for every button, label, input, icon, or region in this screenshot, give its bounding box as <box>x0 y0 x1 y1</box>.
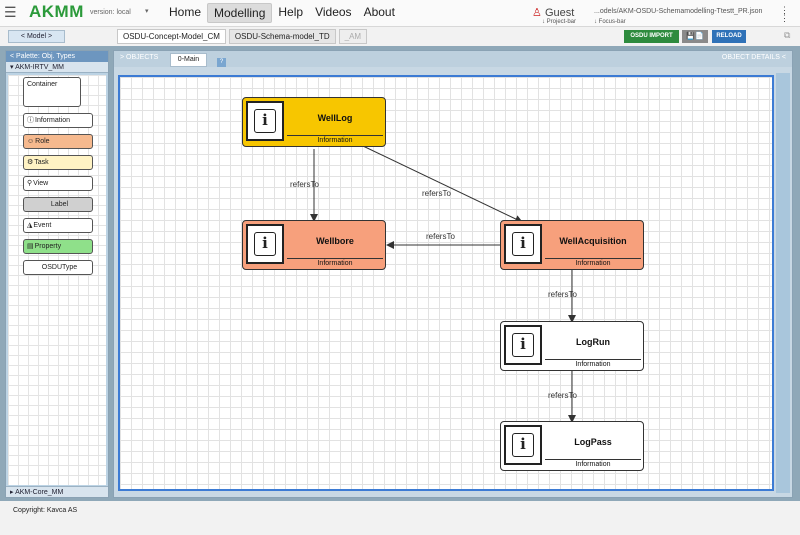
palette-item-task[interactable]: ⚙Task <box>23 155 93 170</box>
palette-item-label-type[interactable]: Label <box>23 197 93 212</box>
info-icon: i <box>504 325 542 365</box>
expand-icon[interactable]: ⧉ <box>784 30 791 40</box>
link-label: refersTo <box>290 180 319 189</box>
brand-logo[interactable]: AKMM <box>29 2 84 21</box>
node-title: LogRun <box>576 337 610 347</box>
file-path: ...odels/AKM-OSDU-Schemamodelling-Ttestt… <box>594 8 763 15</box>
version-label: version: local <box>90 9 131 16</box>
nav-home[interactable]: Home <box>169 5 202 19</box>
palette-item-label: Event <box>33 222 52 229</box>
node-type: Information <box>545 258 641 268</box>
info-icon: i <box>246 101 284 141</box>
model-button[interactable]: < Model > <box>8 30 65 43</box>
footer: Copyright: Kavca AS <box>0 501 800 535</box>
node-title: WellAcquisition <box>559 236 627 246</box>
main-nav: Home Modelling Help Videos About <box>163 3 401 23</box>
node-type: Information <box>287 135 383 145</box>
palette-item-event[interactable]: ◮Event <box>23 218 93 233</box>
osdu-import-button[interactable]: OSDU IMPORT <box>624 30 679 43</box>
link-label: refersTo <box>548 391 577 400</box>
tab-0-main[interactable]: 0-Main <box>170 53 207 67</box>
task-icon: ⚙ <box>27 159 34 166</box>
node-title: WellLog <box>317 113 353 123</box>
role-icon: ☺ <box>27 138 35 145</box>
objects-tab[interactable]: > OBJECTS <box>120 54 159 61</box>
palette-section-irtv[interactable]: ▾ AKM-IRTV_MM <box>6 62 108 73</box>
user-icon: ♙ <box>532 7 542 19</box>
user-menu[interactable]: ♙ Guest <box>532 6 574 19</box>
palette-item-role[interactable]: ☺Role <box>23 134 93 149</box>
help-icon[interactable]: ? <box>217 58 226 67</box>
toolbar: < Model > OSDU-Concept-Model_CM OSDU-Sch… <box>0 28 800 45</box>
nav-help[interactable]: Help <box>278 5 304 19</box>
node-logpass[interactable]: i LogPass Information <box>500 421 644 471</box>
window-controls-icon[interactable]: ⋮⋮ <box>780 5 789 23</box>
palette-item-container[interactable]: Container <box>23 77 81 107</box>
palette-item-property[interactable]: ▤Property <box>23 239 93 254</box>
tab-concept-model[interactable]: OSDU-Concept-Model_CM <box>117 29 226 44</box>
reload-button[interactable]: RELOAD <box>712 30 746 43</box>
info-icon: i <box>504 425 542 465</box>
node-title: Wellbore <box>316 236 354 246</box>
copyright-text: Copyright: Kavca AS <box>13 507 78 514</box>
link-label: refersTo <box>426 232 455 241</box>
node-wellacquisition[interactable]: i WellAcquisition Information <box>500 220 644 270</box>
chevron-down-icon[interactable]: ▾ <box>145 8 149 15</box>
node-title: LogPass <box>574 437 612 447</box>
node-type: Information <box>287 258 383 268</box>
link-label: refersTo <box>548 290 577 299</box>
top-bar: ☰ AKMM version: local ▾ Home Modelling H… <box>0 0 800 27</box>
link-welllog-wellacquisition <box>362 145 523 223</box>
diagram-links <box>310 145 576 423</box>
tab-am[interactable]: _AM <box>338 29 368 44</box>
hamburger-icon[interactable]: ☰ <box>4 4 17 20</box>
palette-item-label: Task <box>34 159 49 166</box>
tab-schema-model[interactable]: OSDU-Schema-model_TD <box>228 29 336 44</box>
palette-panel: < Palette: Obj. Types ▾ AKM-IRTV_MM Cont… <box>5 50 109 498</box>
pane-tab-bar: > OBJECTS 0-Main ? OBJECT DETAILS < <box>114 51 792 67</box>
palette-item-label: Label <box>50 201 69 208</box>
nav-modelling[interactable]: Modelling <box>207 3 273 23</box>
project-bar-toggle[interactable]: ↓ Project-bar <box>542 19 577 25</box>
palette-item-label: Property <box>34 243 62 250</box>
palette-section-core[interactable]: ▸ AKM-Core_MM <box>6 486 108 497</box>
palette-item-label: Container <box>27 81 58 88</box>
palette-item-label: View <box>33 180 49 187</box>
node-welllog[interactable]: i WellLog Information <box>242 97 386 147</box>
property-icon: ▤ <box>27 243 34 250</box>
save-load-icon[interactable]: 💾📄 <box>682 30 708 43</box>
nav-videos[interactable]: Videos <box>315 5 352 19</box>
event-icon: ◮ <box>27 222 33 229</box>
magnifier-icon: ⚲ <box>27 180 33 187</box>
node-logrun[interactable]: i LogRun Information <box>500 321 644 371</box>
palette-item-label: Role <box>35 138 50 145</box>
diagram-canvas[interactable]: refersTo refersTo refersTo refersTo refe… <box>118 75 774 491</box>
user-name: Guest <box>544 7 575 19</box>
link-label: refersTo <box>422 189 451 198</box>
palette-item-view[interactable]: ⚲View <box>23 176 93 191</box>
node-type: Information <box>545 359 641 369</box>
palette-item-label: Information <box>35 117 71 124</box>
workspace: < Palette: Obj. Types ▾ AKM-IRTV_MM Cont… <box>0 46 800 501</box>
info-icon: i <box>504 224 542 264</box>
palette-item-osdutype[interactable]: OSDUType <box>23 260 93 275</box>
palette-item-information[interactable]: ⓘInformation <box>23 113 93 128</box>
info-icon: ⓘ <box>27 117 34 124</box>
node-wellbore[interactable]: i Wellbore Information <box>242 220 386 270</box>
diagram-pane: > OBJECTS 0-Main ? OBJECT DETAILS < refe… <box>113 50 793 498</box>
palette-title[interactable]: < Palette: Obj. Types <box>6 51 108 62</box>
focus-bar-toggle[interactable]: ↓ Focus-bar <box>594 19 626 25</box>
nav-about[interactable]: About <box>363 5 395 19</box>
node-type: Information <box>545 459 641 469</box>
object-details-tab[interactable]: OBJECT DETAILS < <box>721 54 786 61</box>
palette-item-label: OSDUType <box>41 264 78 271</box>
info-icon: i <box>246 224 284 264</box>
vertical-scrollbar[interactable] <box>776 73 790 493</box>
model-tabs: OSDU-Concept-Model_CM OSDU-Schema-model_… <box>117 29 370 44</box>
palette-grid: Container ⓘInformation ☺Role ⚙Task ⚲View… <box>8 75 106 485</box>
